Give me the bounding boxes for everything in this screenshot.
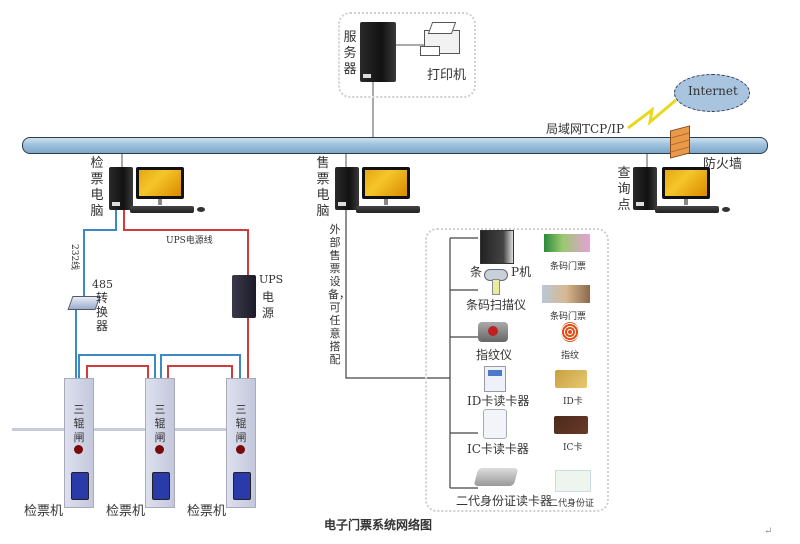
barcode-scanner-label: 条码扫描仪	[466, 298, 527, 312]
internet-label: Internet	[688, 84, 738, 98]
barcode-ticket-label: 条码门票	[550, 312, 587, 322]
firewall-icon	[670, 125, 690, 159]
scanner-handle	[492, 279, 500, 295]
ups-line-label: UPS电源线	[166, 236, 213, 246]
return-mark: ↵	[764, 526, 773, 537]
ups-top-label: UPS	[259, 273, 284, 286]
gate-indicator-light	[74, 445, 83, 454]
barcode-ticket-label: 条码门票	[550, 262, 587, 272]
internet-cloud-icon	[674, 74, 750, 112]
ic-card-image	[554, 416, 588, 434]
sale-pc-monitor-icon[interactable]	[362, 167, 410, 199]
id-card-reader-icon	[484, 366, 506, 392]
fingerprint-label: 指纹	[561, 351, 580, 361]
ic-card-reader-label: IC卡读卡器	[467, 442, 529, 456]
barcode-ticket-image	[544, 234, 590, 252]
turnstile-arm	[94, 428, 146, 431]
gate-label: 三辊闸	[235, 403, 247, 444]
converter-label: 转换器	[95, 291, 108, 333]
sale-pc-label: 售票电脑	[316, 156, 330, 219]
query-pc-tower-icon[interactable]	[633, 167, 657, 210]
barcode-printer-label-right: P机	[511, 265, 532, 279]
barcode-ticket-image	[542, 285, 590, 303]
ticket-reader-icon	[71, 472, 89, 500]
server-label: 服务器	[343, 30, 357, 77]
gate-data-link	[78, 354, 156, 378]
barcode-printer-icon	[480, 230, 514, 264]
turnstile[interactable]: 三辊闸	[64, 378, 94, 508]
gate-indicator-light	[236, 445, 245, 454]
external-devices-panel	[425, 228, 609, 512]
ticket-reader-icon	[233, 472, 251, 500]
monitor-stand	[158, 199, 162, 205]
query-pc-label: 查询点	[617, 166, 631, 213]
ticket-checker-label: 检票机	[106, 504, 146, 519]
lightning-icon	[627, 98, 677, 130]
printer-icon[interactable]	[420, 22, 460, 56]
gate-label: 三辊闸	[73, 403, 85, 444]
ticket-reader-icon	[152, 472, 170, 500]
id2-reader-label: 二代身份证读卡器	[456, 494, 553, 508]
rs232-label: 232线	[69, 244, 79, 271]
mouse-icon	[722, 207, 730, 212]
server-group	[338, 12, 476, 98]
monitor-stand	[684, 199, 688, 205]
gate-label: 三辊闸	[154, 403, 166, 444]
id-card-label: ID卡	[563, 397, 583, 407]
fingerprint-reader-label: 指纹仪	[476, 348, 513, 362]
query-pc-monitor-icon[interactable]	[662, 167, 710, 199]
rs232-cable	[83, 210, 117, 296]
gate-power-link	[86, 365, 149, 378]
id2-card-label: 二代身份证	[549, 499, 595, 509]
ups-power-line	[123, 210, 249, 275]
fingerprint-reader-icon	[478, 322, 508, 342]
converter-number-label: 485	[92, 278, 113, 291]
firewall-label: 防火墙	[703, 157, 743, 172]
diagram-title: 电子门票系统网络图	[324, 518, 433, 532]
external-devices-note: 外部售票设备，可任意搭配	[328, 223, 350, 366]
keyboard-icon	[356, 206, 420, 213]
gate-data-link	[160, 354, 241, 378]
ticket-checker-label: 检票机	[187, 504, 227, 519]
ticket-checker-label: 检票机	[24, 504, 64, 519]
ic-card-reader-icon	[483, 409, 507, 439]
mouse-icon	[197, 207, 205, 212]
turnstile-arm	[175, 428, 227, 431]
keyboard-icon	[655, 206, 719, 213]
gate-power-link	[167, 365, 233, 378]
turnstile-arm	[12, 428, 64, 431]
keyboard-icon	[130, 206, 194, 213]
monitor-stand	[384, 199, 388, 205]
lan-bus	[22, 137, 768, 154]
check-pc-monitor-icon[interactable]	[136, 167, 184, 199]
fingerprint-icon	[561, 322, 579, 342]
check-pc-label: 检票电脑	[90, 156, 104, 219]
ups-label: 电源	[261, 290, 274, 320]
ups-icon	[232, 275, 256, 318]
ic-card-label: IC卡	[563, 443, 583, 453]
id-card-image	[555, 370, 587, 388]
id2-reader-icon	[473, 468, 519, 486]
gate-indicator-light	[155, 445, 164, 454]
lan-label: 局域网TCP/IP	[546, 122, 625, 136]
turnstile[interactable]: 三辊闸	[145, 378, 175, 508]
sale-device-trunk	[345, 210, 450, 379]
id2-card-image	[555, 470, 591, 492]
sale-pc-tower-icon[interactable]	[335, 167, 359, 210]
check-pc-tower-icon[interactable]	[109, 167, 133, 210]
barcode-printer-label-left: 条	[470, 265, 483, 279]
id-card-reader-label: ID卡读卡器	[467, 394, 530, 408]
printer-label: 打印机	[427, 68, 467, 83]
server-icon[interactable]	[360, 22, 396, 82]
turnstile[interactable]: 三辊闸	[226, 378, 256, 508]
